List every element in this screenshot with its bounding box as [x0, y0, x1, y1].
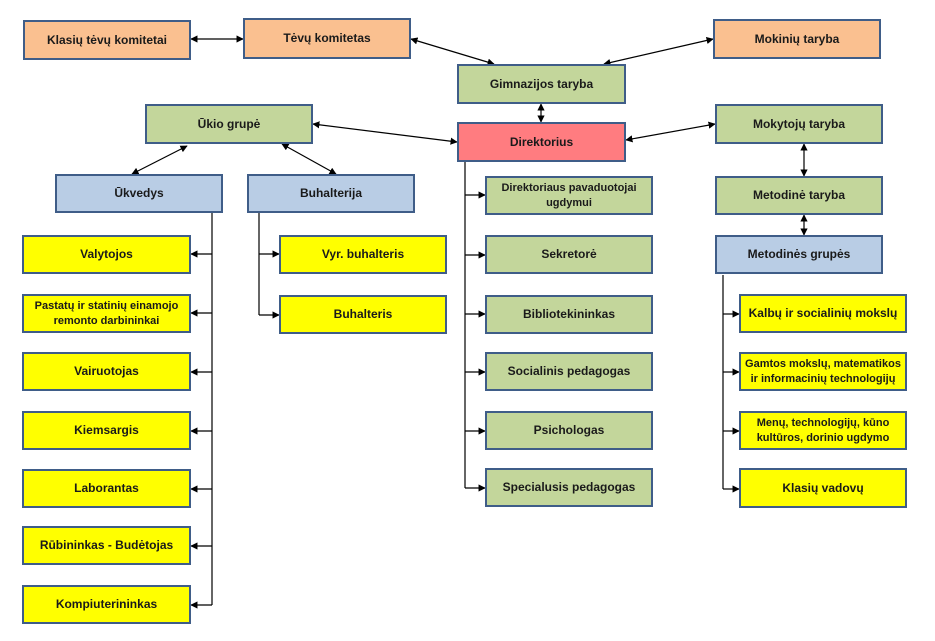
box-vairuotojas: Vairuotojas [22, 352, 191, 391]
box-buhalterija: Buhalterija [247, 174, 415, 213]
box-metodine-taryba: Metodinė taryba [715, 176, 883, 215]
connector-mokiniu-gimnazijos [603, 36, 714, 67]
box-mokiniu-taryba: Mokinių taryba [713, 19, 881, 59]
box-menu-technologiju: Menų, technologijų, kūno kultūros, dorin… [739, 411, 907, 450]
box-metodines-grupes: Metodinės grupės [715, 235, 883, 274]
box-klasiu-tevu-komitetai: Klasių tėvų komitetai [23, 20, 191, 60]
box-ukvedys: Ūkvedys [55, 174, 223, 213]
box-valytojos: Valytojos [22, 235, 191, 274]
box-gamtos-mokslu: Gamtos mokslų, matematikos ir informacin… [739, 352, 907, 391]
box-laborantas: Laborantas [22, 469, 191, 508]
box-buhalteris: Buhalteris [279, 295, 447, 334]
connector-tevu-gimnazijos [410, 37, 495, 66]
connector-ukio-buhalterija [281, 143, 337, 175]
box-direktorius: Direktorius [457, 122, 626, 162]
box-klasiu-vadovu: Klasių vadovų [739, 468, 907, 508]
box-ukio-grupe: Ūkio grupė [145, 104, 313, 144]
connector-direktorius-mokytoju [625, 121, 716, 143]
connector-ukio-direktorius [312, 121, 458, 145]
box-mokytoju-taryba: Mokytojų taryba [715, 104, 883, 144]
box-specialusis-pedagogas: Specialusis pedagogas [485, 468, 653, 507]
box-direktoriaus-pavaduotojai: Direktoriaus pavaduotojai ugdymui [485, 176, 653, 215]
box-socialinis-pedagogas: Socialinis pedagogas [485, 352, 653, 391]
box-pastatu-remonto: Pastatų ir statinių einamojo remonto dar… [22, 294, 191, 333]
box-rubininkas: Rūbininkas - Budėtojas [22, 526, 191, 565]
box-kalbu-mokslu: Kalbų ir socialinių mokslų [739, 294, 907, 333]
box-bibliotekininkas: Bibliotekininkas [485, 295, 653, 334]
box-sekretore: Sekretorė [485, 235, 653, 274]
box-psichologas: Psichologas [485, 411, 653, 450]
box-tevu-komitetas: Tėvų komitetas [243, 18, 411, 59]
box-kompiuterininkas: Kompiuterininkas [22, 585, 191, 624]
connector-ukio-ukvedys [131, 145, 188, 175]
box-vyr-buhalteris: Vyr. buhalteris [279, 235, 447, 274]
box-gimnazijos-taryba: Gimnazijos taryba [457, 64, 626, 104]
box-kiemsargis: Kiemsargis [22, 411, 191, 450]
